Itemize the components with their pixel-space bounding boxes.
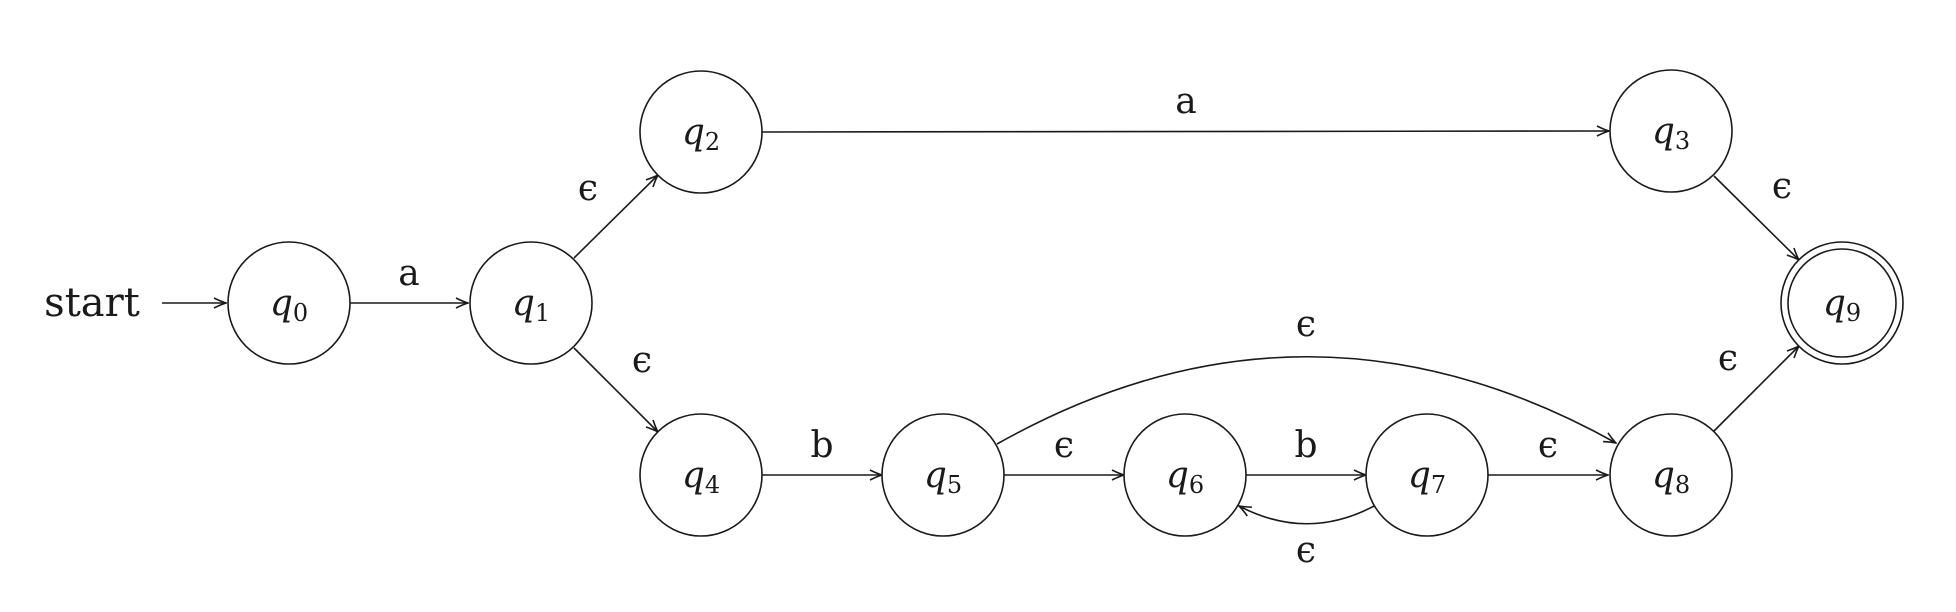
edge-label-q5-q8: ϵ — [1296, 304, 1316, 345]
edge-q3-q9 — [1713, 175, 1799, 260]
state-label: q2 — [682, 112, 720, 156]
edge-label-q6-q7: b — [1294, 425, 1317, 466]
state-q5: q5 — [881, 413, 1005, 537]
state-q8: q8 — [1609, 413, 1733, 537]
state-circle — [469, 241, 593, 365]
accepting-ring — [1787, 248, 1897, 358]
state-circle — [1365, 413, 1489, 537]
transitions — [350, 131, 1799, 525]
state-circle — [639, 70, 763, 194]
state-q1: q1 — [469, 241, 593, 365]
edge-q8-q9 — [1713, 346, 1799, 432]
state-circle — [639, 413, 763, 537]
state-label: q9 — [1823, 283, 1861, 327]
state-circle — [227, 241, 351, 365]
edge-label-q4-q5: b — [810, 425, 833, 466]
edge-label-q7-q8: ϵ — [1538, 425, 1558, 466]
state-label: q1 — [512, 283, 550, 327]
edge-q7-q6 — [1239, 504, 1377, 525]
state-circle — [881, 413, 1005, 537]
edge-q1-q2 — [573, 175, 658, 259]
state-q4: q4 — [639, 413, 763, 537]
state-circle — [1123, 413, 1247, 537]
state-label: q7 — [1408, 455, 1446, 499]
edge-q5-q8 — [996, 356, 1616, 445]
edge-q2-q3 — [761, 131, 1609, 132]
edge-q1-q4 — [573, 347, 658, 432]
state-q3: q3 — [1609, 69, 1733, 193]
state-label: q4 — [682, 455, 720, 499]
state-circle — [1609, 69, 1733, 193]
state-label: q0 — [270, 283, 308, 327]
edge-label-q1-q2: ϵ — [578, 168, 598, 209]
transition-labels: a ϵ ϵ a ϵ b ϵ ϵ b ϵ ϵ ϵ — [398, 81, 1792, 571]
edge-label-q3-q9: ϵ — [1772, 166, 1792, 207]
state-q6: q6 — [1123, 413, 1247, 537]
state-q2: q2 — [639, 70, 763, 194]
edge-label-q7-q6: ϵ — [1296, 530, 1316, 571]
edge-label-q5-q6: ϵ — [1054, 425, 1074, 466]
edge-label-q8-q9: ϵ — [1718, 338, 1738, 379]
start-label: start — [44, 280, 140, 326]
edge-label-q2-q3: a — [1175, 81, 1196, 122]
state-q7: q7 — [1365, 413, 1489, 537]
state-label: q8 — [1652, 455, 1690, 499]
state-q0: q0 — [227, 241, 351, 365]
state-label: q5 — [924, 455, 962, 499]
edge-label-q1-q4: ϵ — [632, 340, 652, 381]
state-q9: q9 — [1780, 241, 1904, 365]
state-circle — [1609, 413, 1733, 537]
state-label: q6 — [1166, 455, 1204, 499]
edge-label-q0-q1: a — [398, 253, 419, 294]
state-label: q3 — [1652, 111, 1690, 155]
